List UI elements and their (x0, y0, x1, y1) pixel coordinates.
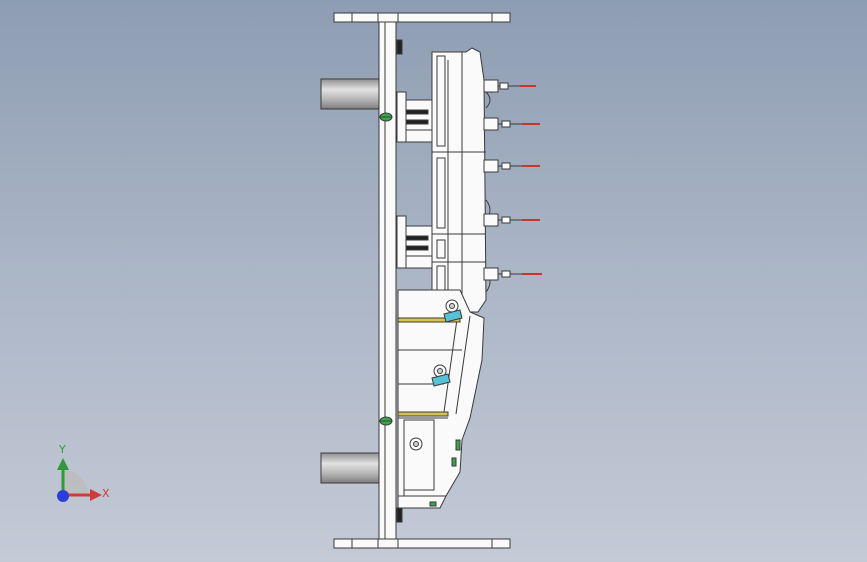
sensor-pin-5[interactable] (483, 267, 542, 281)
middle-clamp-roller[interactable] (431, 364, 451, 387)
bottom-stopper (396, 507, 403, 523)
lower-locating-pin[interactable] (379, 416, 393, 426)
main-base-plate[interactable] (378, 21, 397, 540)
z-axis-dot (57, 490, 69, 502)
sensor-pin-3[interactable] (483, 159, 540, 173)
lower-fixture-body[interactable] (397, 289, 485, 509)
top-stopper (396, 39, 403, 55)
upper-clamp-roller[interactable] (443, 299, 463, 323)
top-flange[interactable] (333, 12, 511, 23)
upper-locating-pin[interactable] (379, 112, 393, 122)
upper-cylinder[interactable] (320, 78, 381, 110)
lower-body-green-accent (429, 439, 461, 507)
lower-clamp-roller[interactable] (409, 437, 423, 451)
middle-support-assembly[interactable] (396, 215, 435, 269)
bottom-flange[interactable] (333, 532, 511, 549)
sensor-pin-1[interactable] (483, 79, 536, 93)
y-axis-arrowhead (57, 458, 69, 470)
x-axis-arrowhead (90, 489, 102, 501)
sensor-pin-4[interactable] (483, 213, 540, 227)
y-axis-label: Y (59, 443, 66, 456)
x-axis-label: X (102, 487, 110, 500)
triad-plane-indicator (63, 470, 88, 495)
coordinate-triad (57, 458, 102, 502)
lower-cylinder[interactable] (320, 452, 381, 484)
upper-support-assembly[interactable] (396, 91, 435, 143)
fixture-body[interactable] (431, 47, 491, 313)
sensor-pin-2[interactable] (483, 117, 540, 131)
